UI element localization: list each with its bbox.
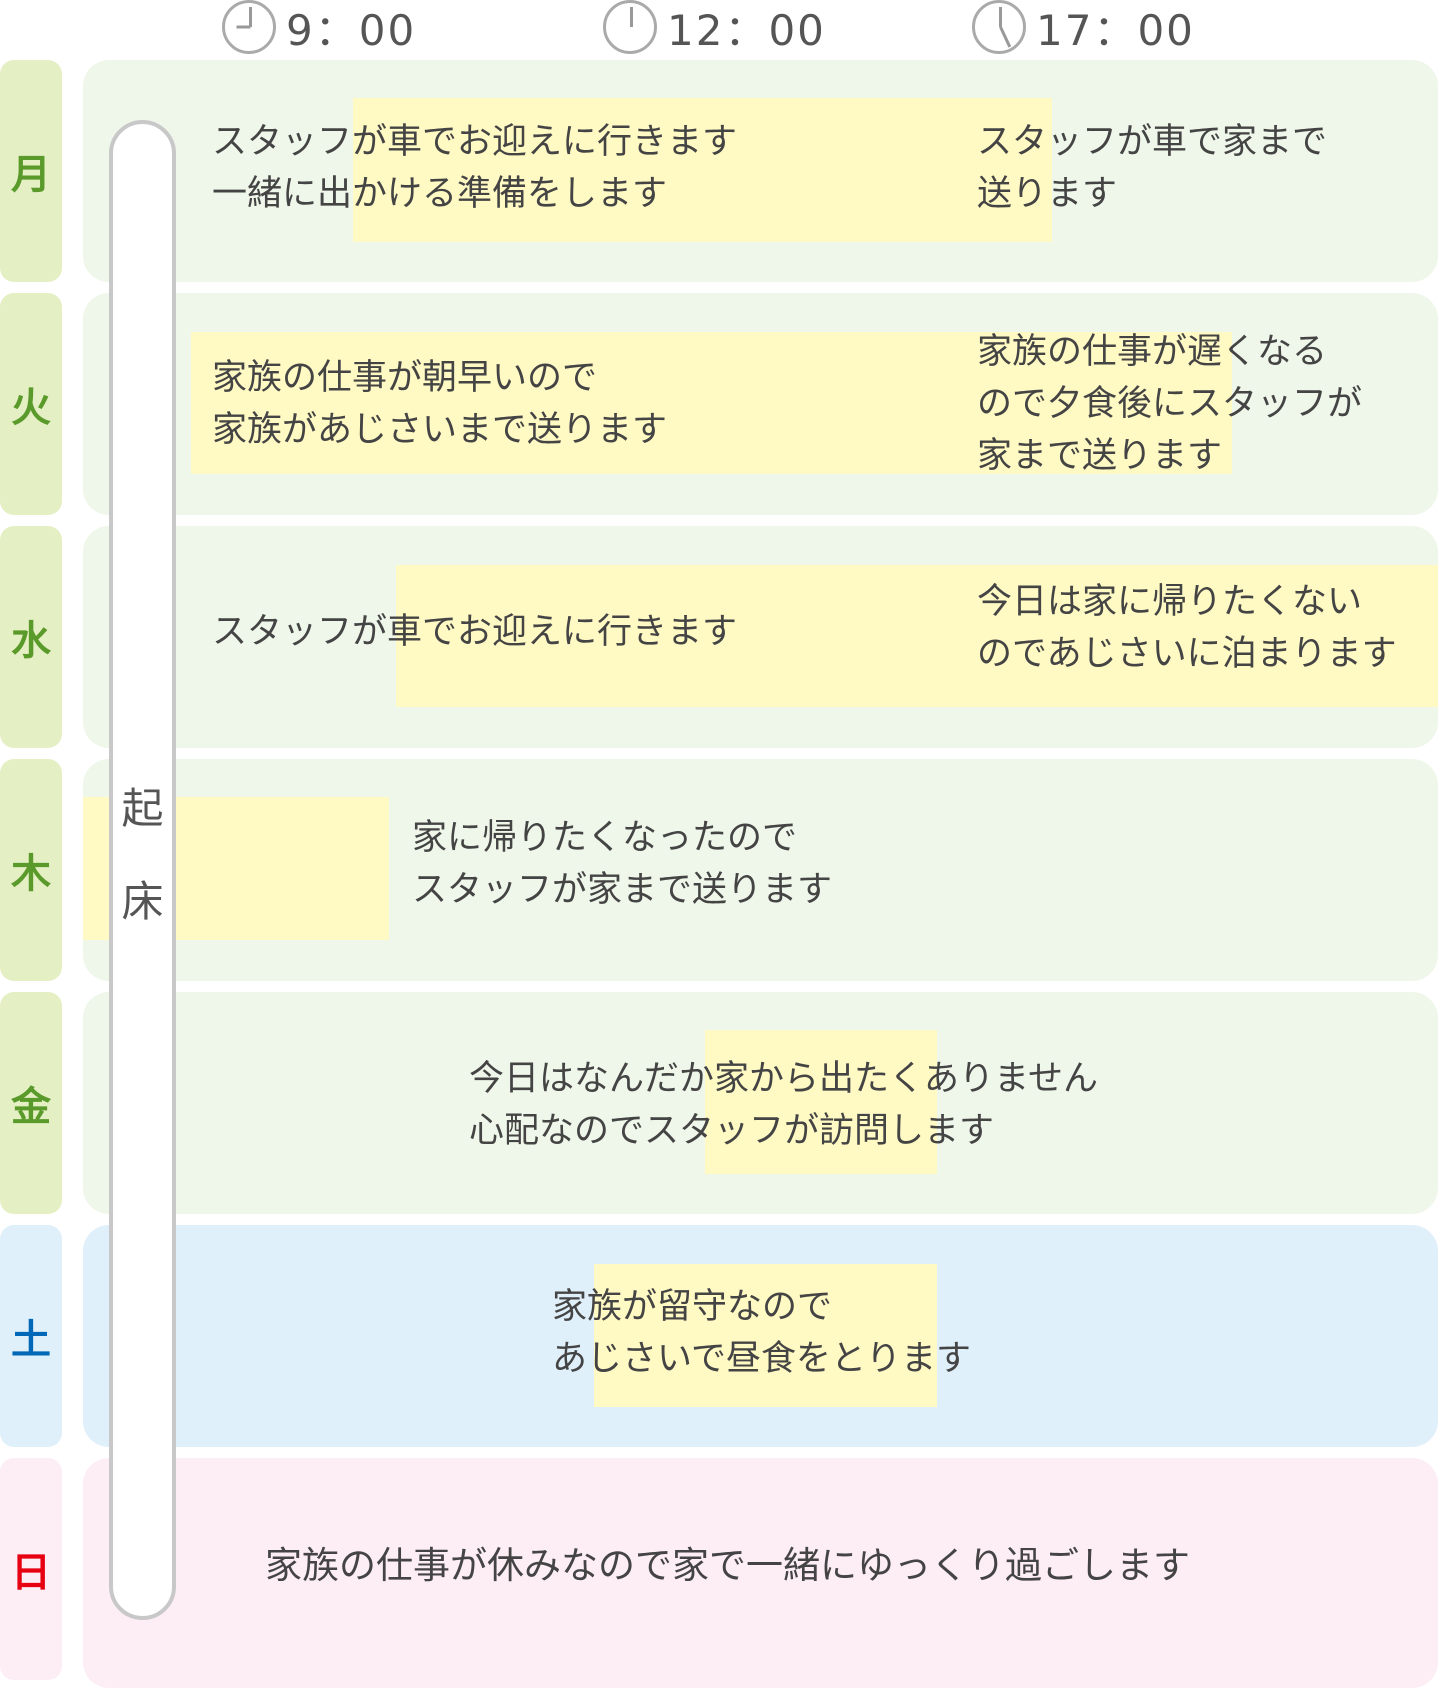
wed-evening: 今日は家に帰りたくないのであじさいに泊まります: [977, 582, 1397, 674]
day-label-sun: 日: [0, 1458, 62, 1680]
day-label-wed: 水: [0, 526, 62, 748]
clock-icon: [603, 0, 657, 54]
day-label-sat: 土: [0, 1225, 62, 1447]
row-mon: [83, 60, 1438, 282]
time-header-17: 17：00: [972, 0, 1195, 55]
row-wed: [83, 526, 1438, 748]
highlight: [353, 98, 1052, 242]
sun-text: 家族の仕事が休みなので家で一緒にゆっくり過ごします: [265, 1544, 1190, 1587]
thu-text: 家に帰りたくなったのでスタッフが家まで送ります: [412, 818, 833, 910]
time-label: 9：00: [286, 5, 417, 55]
day-label-mon: 月: [0, 60, 62, 282]
mon-morning: スタッフが車でお迎えに行きます一緒に出かける準備をします: [212, 122, 738, 214]
row-fri: [83, 992, 1438, 1214]
fri-text: 今日はなんだか家から出たくありません心配なのでスタッフが訪問します: [469, 1059, 1098, 1151]
wake-label: 起: [121, 784, 164, 833]
row-sat: [83, 1225, 1438, 1447]
mon-evening: スタッフが車で家まで送ります: [977, 122, 1328, 214]
day-label-tue: 火: [0, 293, 62, 515]
time-header-12: 12：00: [603, 0, 826, 55]
tue-evening: 家族の仕事が遅くなるので夕食後にスタッフが家まで送ります: [977, 332, 1363, 476]
row-sun: [83, 1458, 1438, 1688]
highlight: [705, 1030, 937, 1174]
day-label-fri: 金: [0, 992, 62, 1214]
day-label-thu: 木: [0, 759, 62, 981]
wed-morning: スタッフが車でお迎えに行きます: [212, 612, 738, 652]
highlight: [396, 565, 1438, 707]
clock-icon: [972, 0, 1026, 54]
highlight: [191, 332, 1232, 474]
wake-label: 床: [121, 877, 164, 926]
time-header-9: 9：00: [222, 0, 416, 55]
tue-morning: 家族の仕事が朝早いので家族があじさいまで送ります: [212, 358, 668, 450]
wake-up-bar: [109, 120, 176, 1620]
sat-text: 家族が留守なのであじさいで昼食をとります: [552, 1287, 971, 1379]
time-label: 12：00: [667, 5, 826, 55]
clock-icon: [222, 0, 276, 54]
highlight: [594, 1264, 937, 1407]
row-tue: [83, 293, 1438, 515]
time-label: 17：00: [1036, 5, 1195, 55]
